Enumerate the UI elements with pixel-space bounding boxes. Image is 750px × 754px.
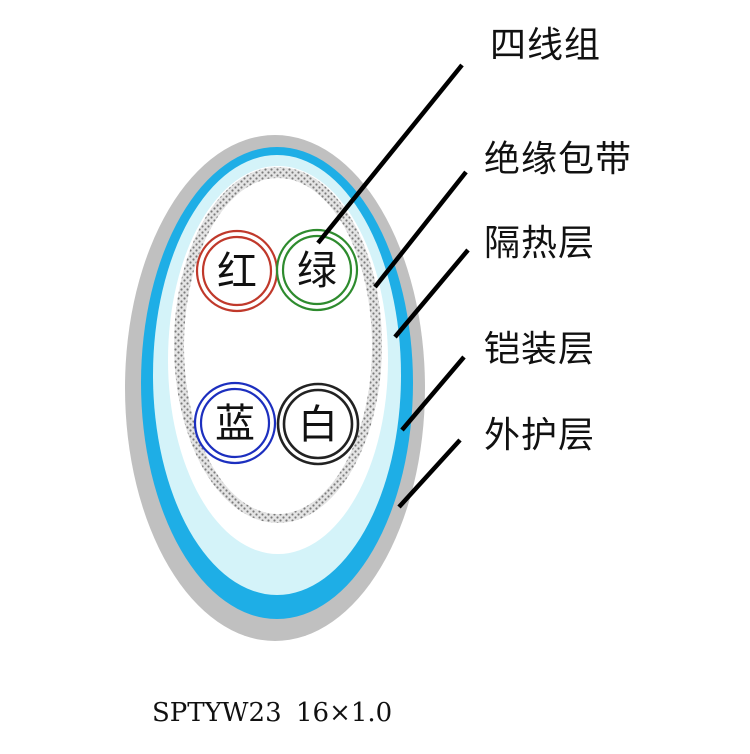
core-label-white: 白 — [298, 402, 338, 448]
cable-spec-caption: 16×1.0 — [296, 698, 393, 728]
leader-line-heat-insulation — [393, 248, 470, 339]
core-label-blue: 蓝 — [215, 401, 255, 447]
leader-line-armor — [400, 355, 466, 432]
core-blue — [193, 381, 277, 465]
core-area — [184, 178, 372, 514]
label-insulation-tape: 绝缘包带 — [484, 139, 633, 180]
core-white — [276, 382, 360, 466]
label-heat-insulation-layer: 隔热层 — [484, 223, 596, 264]
label-outer-sheath: 外护层 — [484, 415, 596, 456]
core-green — [275, 228, 359, 312]
core-label-red: 红 — [217, 249, 257, 295]
label-four-core-group: 四线组 — [490, 25, 602, 66]
leader-line-insulation-tape — [373, 170, 468, 289]
leader-line-outer-sheath — [397, 438, 462, 509]
core-label-green: 绿 — [297, 248, 337, 294]
label-armor-layer: 铠装层 — [484, 329, 596, 370]
leader-line-four-core-group — [316, 63, 464, 245]
cable-model-caption: SPTYW23 — [152, 698, 282, 728]
